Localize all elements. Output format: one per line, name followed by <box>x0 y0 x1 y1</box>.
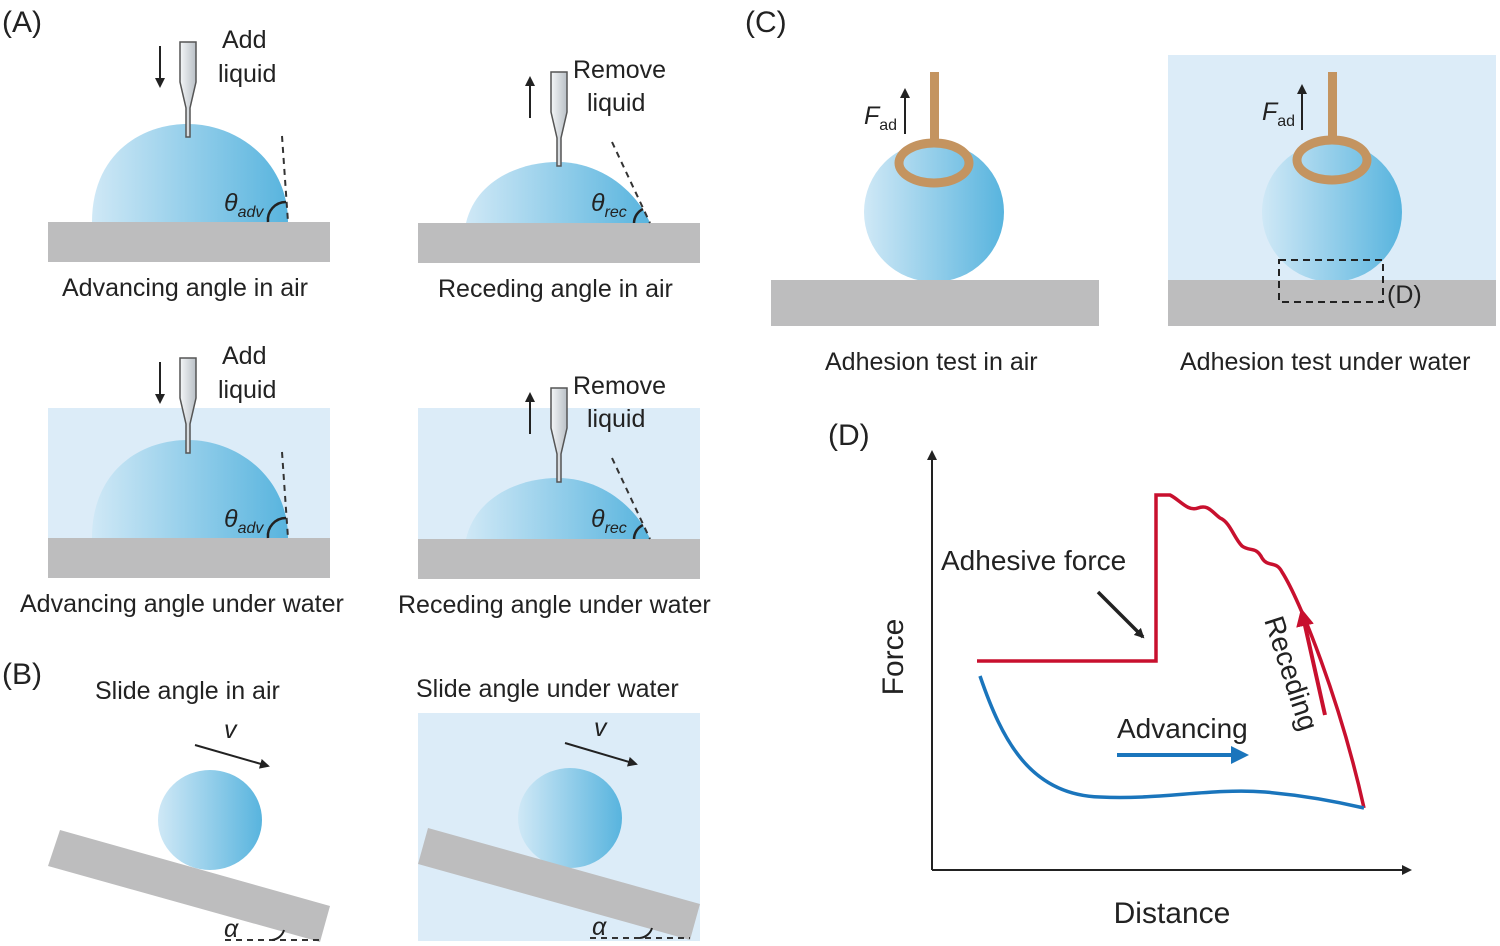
add-liquid-label-2: liquid <box>218 376 276 404</box>
advancing-air-illustration <box>48 41 330 262</box>
panel-b-label: (B) <box>2 658 42 691</box>
panel-a-label: (A) <box>2 6 42 39</box>
adhesion-water-illustration <box>1168 55 1496 326</box>
droplet <box>518 768 622 868</box>
substrate <box>771 280 1099 326</box>
force-label: Fad <box>1262 98 1295 130</box>
angle-arc <box>632 523 644 540</box>
remove-liquid-label-2: liquid <box>587 89 645 117</box>
substrate <box>418 223 700 263</box>
caption-receding-water: Receding angle under water <box>398 591 711 619</box>
substrate <box>48 538 330 578</box>
droplet <box>92 124 288 222</box>
force-distance-plot <box>927 450 1412 875</box>
pipette-icon <box>550 387 568 483</box>
slide-water-illustration <box>418 713 700 941</box>
substrate <box>418 539 700 579</box>
caption-receding-air: Receding angle in air <box>438 275 673 303</box>
alpha-label: α <box>592 913 607 941</box>
add-liquid-label-1: Add <box>222 342 266 370</box>
receding-arrow-icon <box>1296 608 1327 716</box>
add-liquid-label-2: liquid <box>218 60 276 88</box>
angle-arc <box>632 207 644 224</box>
caption-adhesion-air: Adhesion test in air <box>825 348 1038 376</box>
caption-advancing-air: Advancing angle in air <box>62 274 308 302</box>
advancing-curve <box>978 675 1365 810</box>
inset-reference-label: (D) <box>1387 281 1422 309</box>
alpha-label: α <box>224 915 239 943</box>
x-axis-label: Distance <box>1114 897 1231 930</box>
pipette-icon <box>179 357 197 454</box>
substrate <box>48 222 330 262</box>
probe-ring <box>894 138 974 188</box>
force-label: Fad <box>864 102 897 134</box>
remove-liquid-label-1: Remove <box>573 372 666 400</box>
tilted-substrate <box>48 830 330 942</box>
droplet <box>864 142 1004 282</box>
pipette-icon <box>179 41 197 138</box>
angle-arc <box>266 200 287 223</box>
droplet <box>466 478 650 539</box>
tangent-line <box>281 451 289 539</box>
add-liquid-label-1: Add <box>222 26 266 54</box>
slide-air-title: Slide angle in air <box>95 677 280 705</box>
adhesive-force-pointer-icon <box>1096 590 1145 639</box>
droplet <box>158 770 262 870</box>
velocity-arrow-icon <box>564 742 638 767</box>
tangent-line <box>611 141 651 224</box>
theta-adv-symbol: θadv <box>224 189 264 221</box>
caption-advancing-water: Advancing angle under water <box>20 590 344 618</box>
adhesive-force-label: Adhesive force <box>941 545 1126 576</box>
droplet <box>92 440 288 538</box>
angle-arc <box>266 516 287 539</box>
slide-water-title: Slide angle under water <box>416 675 679 703</box>
panel-c-label: (C) <box>745 6 787 39</box>
velocity-label: v <box>594 714 608 742</box>
receding-curve <box>977 493 1366 809</box>
receding-air-illustration <box>418 71 700 263</box>
advancing-label: Advancing <box>1117 713 1248 744</box>
velocity-label: v <box>224 716 238 744</box>
inset-box <box>1278 259 1384 303</box>
theta-adv-symbol: θadv <box>224 505 264 537</box>
probe-rod <box>930 72 939 144</box>
tangent-line <box>281 135 289 223</box>
tangent-line <box>611 457 651 540</box>
receding-water-illustration <box>418 387 700 579</box>
slide-air-illustration <box>48 744 330 942</box>
panel-d-label: (D) <box>828 419 870 452</box>
tilted-substrate <box>418 828 700 940</box>
angle-arc <box>271 929 285 941</box>
y-axis-label: Force <box>877 619 910 696</box>
remove-liquid-label-2: liquid <box>587 405 645 433</box>
theta-rec-symbol: θrec <box>591 189 627 221</box>
probe-rod <box>1328 72 1337 144</box>
droplet <box>466 162 650 223</box>
angle-arc <box>639 927 653 939</box>
remove-liquid-label-1: Remove <box>573 56 666 84</box>
droplet <box>1262 142 1402 282</box>
theta-rec-symbol: θrec <box>591 505 627 537</box>
probe-ring <box>1292 135 1372 185</box>
pipette-icon <box>550 71 568 167</box>
caption-adhesion-water: Adhesion test under water <box>1180 348 1470 376</box>
velocity-arrow-icon <box>194 744 270 769</box>
adhesion-air-illustration <box>771 72 1099 326</box>
advancing-water-illustration <box>48 357 330 578</box>
